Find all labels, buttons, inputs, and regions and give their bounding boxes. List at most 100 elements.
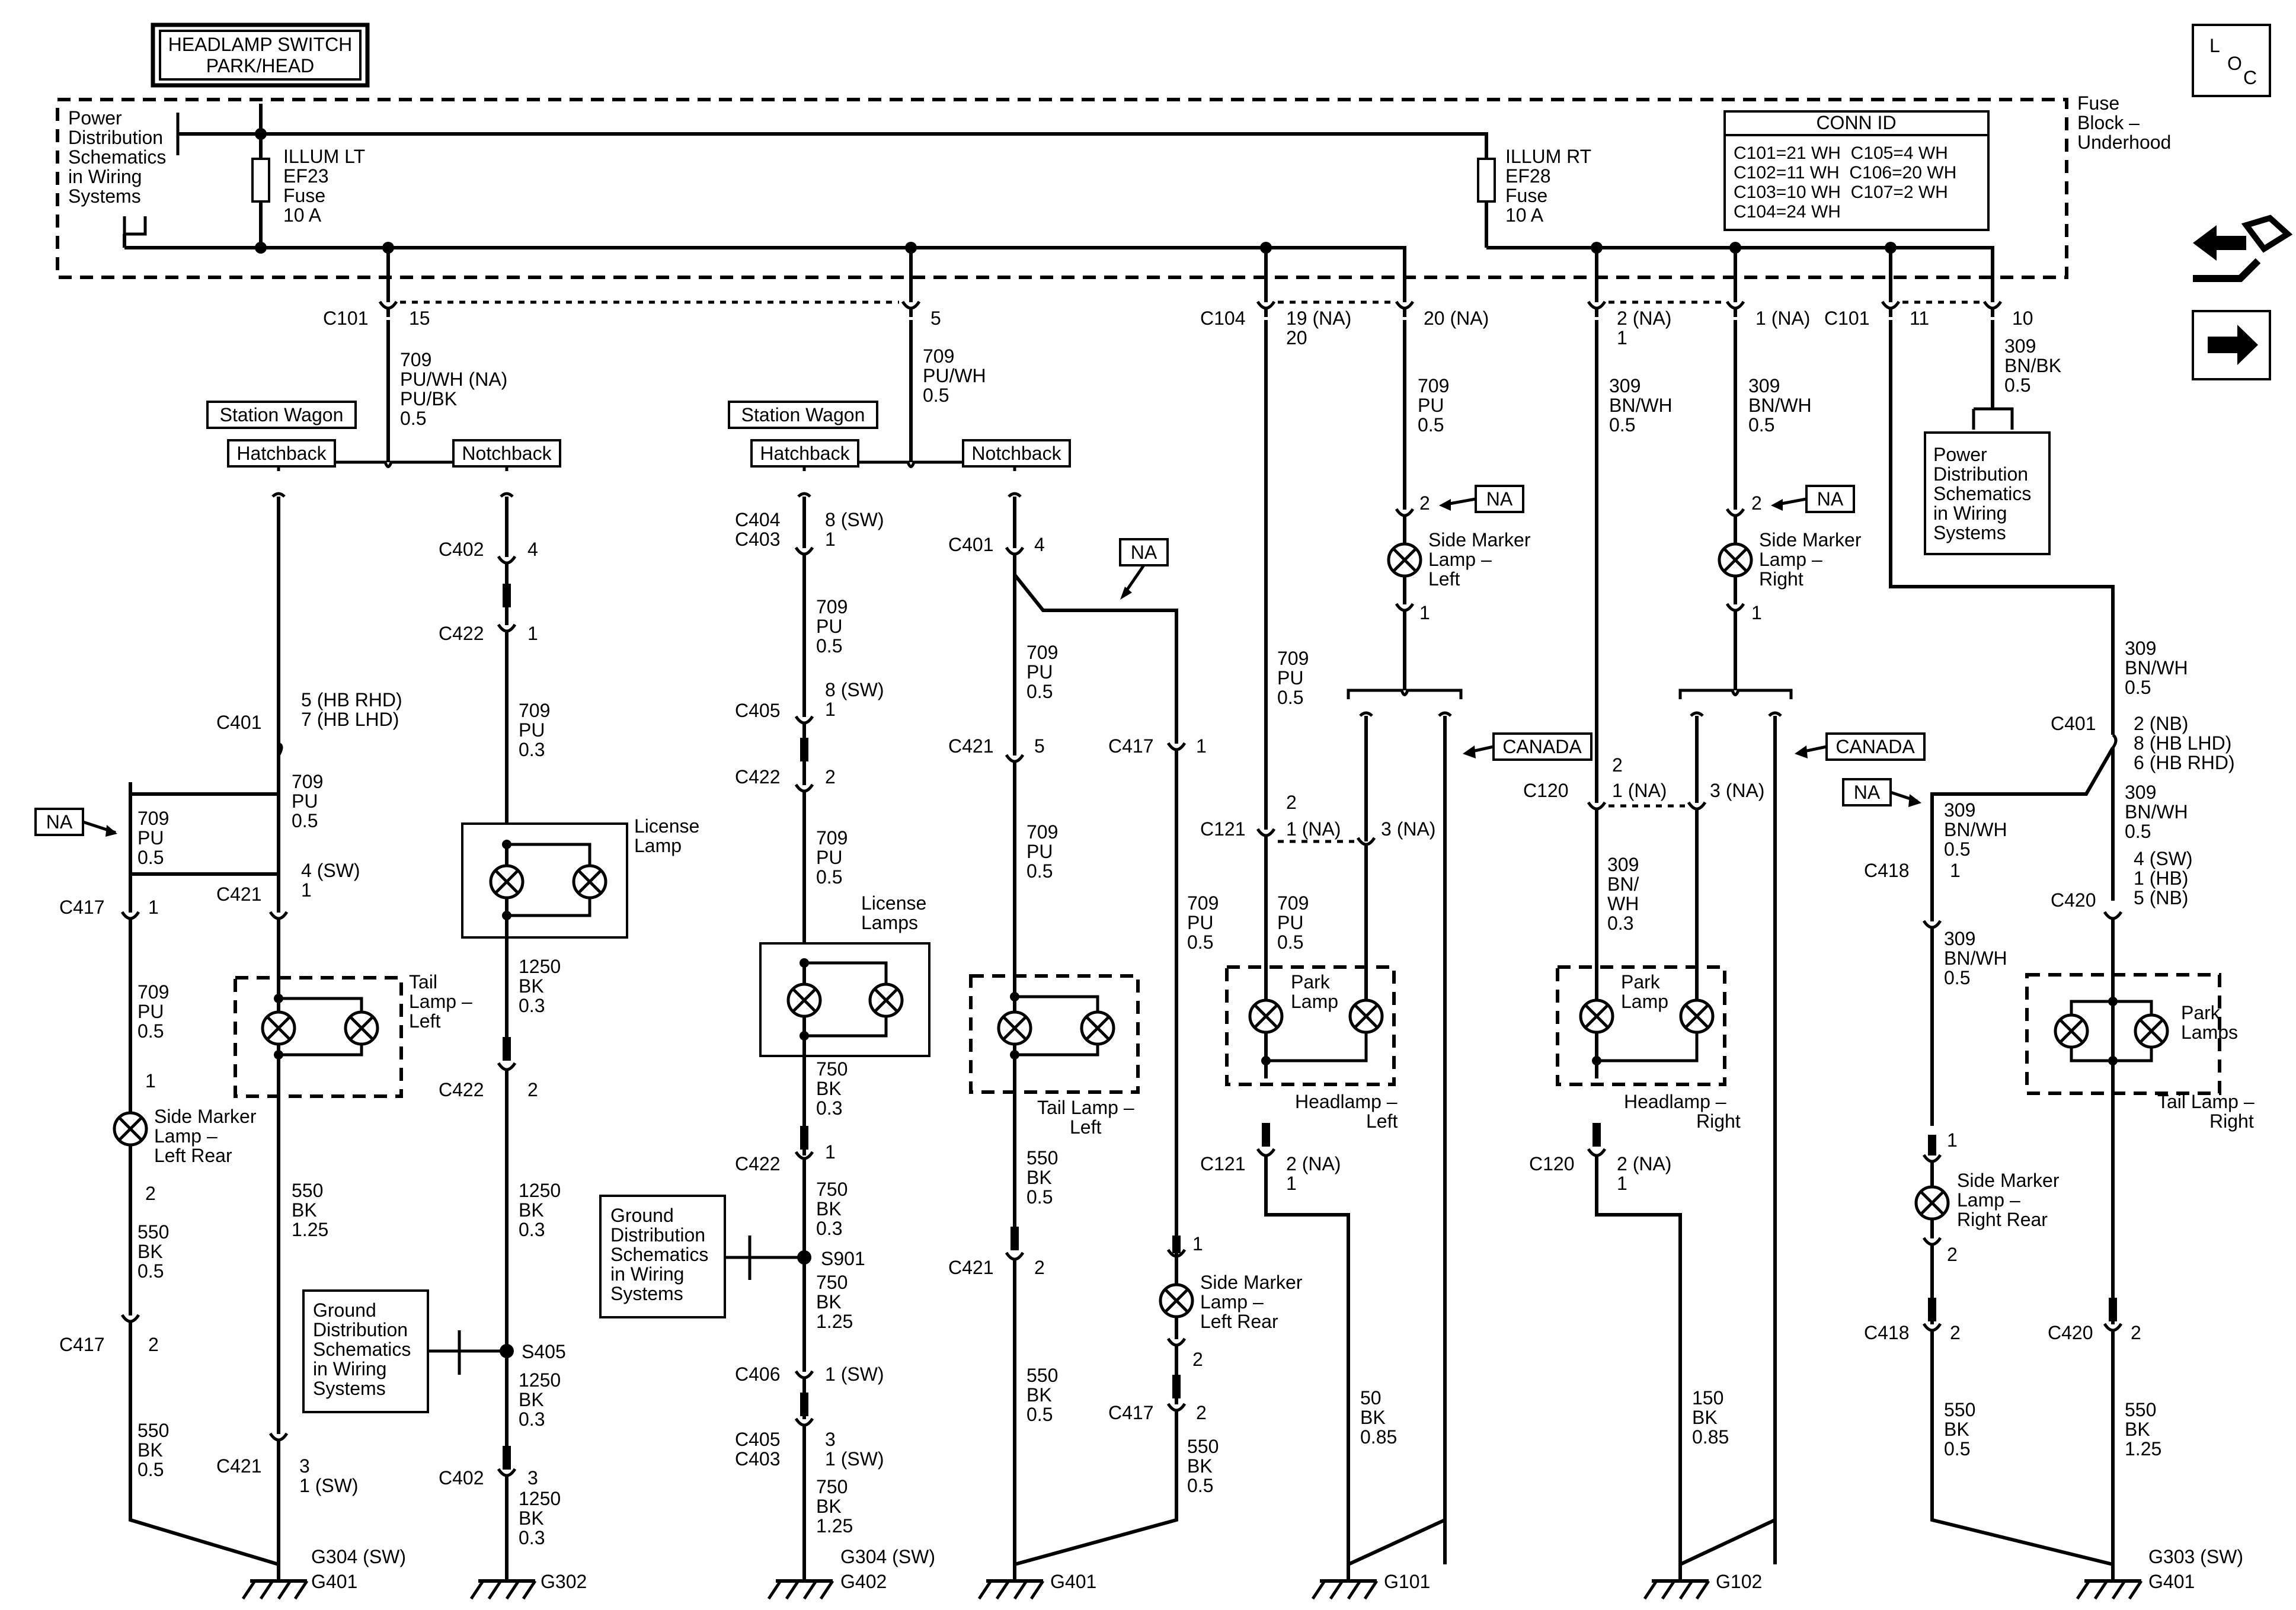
svg-text:C402: C402	[439, 539, 484, 560]
loc-button[interactable]: L O C	[2192, 24, 2271, 97]
svg-text:2 (NB): 2 (NB)	[2134, 713, 2188, 734]
svg-text:709: 709	[137, 981, 169, 1003]
svg-text:G304 (SW): G304 (SW)	[840, 1546, 935, 1567]
col0-wire-b: 709 PU 0.5	[137, 981, 169, 1042]
svg-text:Station Wagon: Station Wagon	[741, 404, 865, 425]
svg-text:1: 1	[1419, 602, 1430, 623]
svg-text:NA: NA	[1486, 488, 1513, 510]
svg-text:2: 2	[1419, 492, 1430, 514]
svg-text:709: 709	[1027, 821, 1058, 843]
svg-text:1 (SW): 1 (SW)	[825, 1448, 884, 1470]
svg-text:Power: Power	[1933, 444, 1987, 465]
next-page-button[interactable]	[2192, 310, 2271, 380]
side-marker-lamp-left: Side Marker Lamp – Left	[1389, 529, 1531, 590]
svg-text:C421: C421	[216, 884, 262, 905]
svg-text:BK: BK	[1944, 1419, 1969, 1440]
svg-text:BK: BK	[519, 975, 544, 997]
svg-text:4: 4	[527, 539, 538, 560]
svg-text:Notchback: Notchback	[462, 443, 552, 464]
svg-text:WH: WH	[1607, 893, 1639, 914]
svg-text:309: 309	[2125, 782, 2156, 803]
fuse-ef23: ILLUM LT EF23 Fuse 10 A	[251, 134, 365, 248]
svg-text:550: 550	[1027, 1147, 1058, 1169]
svg-text:2: 2	[1947, 1244, 1958, 1265]
col11-c401: C401 2 (NB) 8 (HB LHD) 6 (HB RHD)	[2051, 713, 2235, 773]
svg-text:Schematics: Schematics	[313, 1339, 411, 1360]
svg-text:309: 309	[1607, 854, 1639, 875]
svg-text:NA: NA	[46, 811, 73, 833]
svg-text:10: 10	[2012, 308, 2033, 329]
col0-na-branch	[129, 758, 280, 796]
schematic-navigation-icon[interactable]	[2193, 215, 2293, 282]
svg-text:1250: 1250	[519, 1180, 561, 1201]
svg-text:C402: C402	[439, 1467, 484, 1489]
svg-text:Systems: Systems	[610, 1283, 683, 1304]
col2-c402: C402 4	[439, 539, 538, 560]
svg-text:50: 50	[1360, 1387, 1382, 1409]
svg-text:G303 (SW): G303 (SW)	[2148, 1546, 2243, 1567]
col5-c417b: C417 2	[1108, 1402, 1207, 1423]
svg-text:Lamp –: Lamp –	[1957, 1189, 2020, 1211]
option-label-notchback-1: Notchback	[452, 439, 561, 468]
ground-g304-1	[243, 1564, 307, 1599]
svg-text:1: 1	[301, 879, 312, 901]
svg-text:750: 750	[816, 1179, 848, 1200]
svg-text:BK: BK	[816, 1078, 842, 1099]
fuse-block-label: Fuse Block – Underhood	[2077, 92, 2171, 153]
svg-text:Fuse: Fuse	[2077, 92, 2119, 114]
svg-text:C417: C417	[59, 1334, 105, 1355]
svg-text:Systems: Systems	[313, 1378, 386, 1399]
svg-text:C121: C121	[1200, 1153, 1246, 1174]
svg-text:1.25: 1.25	[816, 1311, 853, 1332]
svg-text:0.3: 0.3	[1607, 913, 1633, 934]
svg-text:BK: BK	[2125, 1419, 2150, 1440]
svg-text:709: 709	[137, 808, 169, 829]
svg-text:C421: C421	[216, 1455, 262, 1477]
col3-c422: C422 2	[735, 766, 836, 788]
power-distribution-ref-top: Power Distribution Schematics in Wiring …	[68, 107, 261, 248]
side-marker-lamp-right: Side Marker Lamp – Right	[1719, 529, 1862, 590]
col8-c120: C120 2 1 (NA) 3 (NA)	[1523, 754, 1764, 801]
svg-text:C422: C422	[735, 766, 781, 788]
col4-c421: C421 5	[948, 735, 1045, 757]
col8-wire-b: 150 BK 0.85	[1692, 1387, 1729, 1448]
svg-text:150: 150	[1692, 1387, 1723, 1409]
svg-text:0.5: 0.5	[2125, 677, 2151, 698]
next-page-arrow-icon	[2208, 325, 2258, 365]
svg-text:10 A: 10 A	[1505, 204, 1544, 226]
col0-c417: C417 1	[59, 897, 159, 918]
col4-c401: C401 4	[948, 534, 1045, 555]
svg-text:0.3: 0.3	[816, 1097, 842, 1119]
svg-text:BK: BK	[519, 1389, 544, 1410]
park-lamp-left-label: Park Lamp	[1291, 971, 1338, 1012]
svg-text:BK: BK	[1692, 1407, 1718, 1428]
svg-text:C417: C417	[1108, 735, 1154, 757]
svg-text:0.3: 0.3	[519, 1219, 545, 1240]
svg-text:1.25: 1.25	[292, 1219, 328, 1240]
col3-wire-f: 750 BK 1.25	[816, 1476, 853, 1537]
svg-text:0.85: 0.85	[1692, 1426, 1729, 1448]
col2-wire-b: 1250 BK 0.3	[519, 956, 561, 1016]
wire-label-w5: 309 BN/WH 0.5	[1748, 375, 1812, 436]
col10-wire-a: 309 BN/WH 0.5	[1944, 799, 2007, 860]
svg-text:0.5: 0.5	[2125, 821, 2151, 842]
col3-c404: C404 C403 8 (SW) 1	[735, 509, 884, 550]
ground-g304-2	[769, 1564, 833, 1599]
svg-text:0.5: 0.5	[1277, 932, 1303, 953]
svg-text:0.5: 0.5	[137, 847, 164, 868]
svg-text:in Wiring: in Wiring	[610, 1263, 684, 1285]
svg-text:10 A: 10 A	[283, 204, 322, 226]
svg-text:5: 5	[930, 308, 941, 329]
svg-text:BN/BK: BN/BK	[2004, 355, 2061, 376]
col11-c420: C420 4 (SW) 1 (HB) 5 (NB)	[2051, 848, 2193, 911]
col7-na-tag: NA	[1439, 485, 1524, 513]
col2-c422: C422 1	[439, 623, 538, 644]
svg-text:BK: BK	[816, 1496, 842, 1517]
col2-wire-a: 709 PU 0.3	[519, 700, 550, 760]
svg-text:0.5: 0.5	[1609, 414, 1635, 436]
svg-text:Left Rear: Left Rear	[154, 1145, 232, 1166]
svg-text:Left: Left	[409, 1010, 440, 1032]
col0-wire-a: 709 PU 0.5	[137, 808, 169, 868]
wire-label-w4: 309 BN/WH 0.5	[1609, 375, 1673, 436]
col10-wire-b: 309 BN/WH 0.5	[1944, 928, 2007, 988]
